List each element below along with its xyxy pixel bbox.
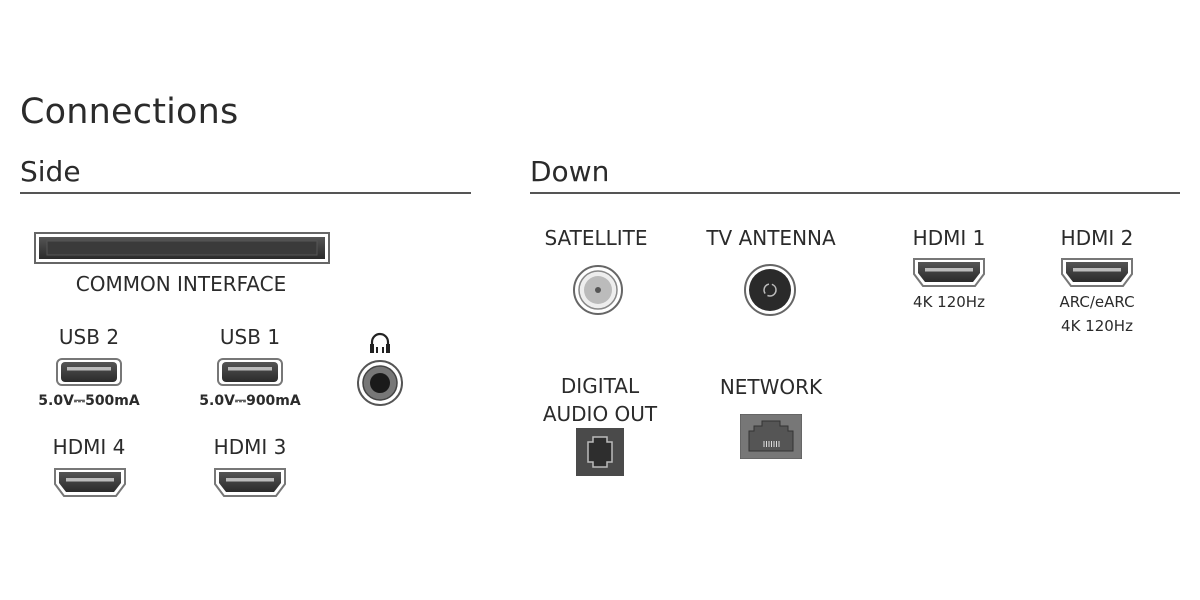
optical-audio-port-icon <box>576 428 624 476</box>
satellite-label: SATELLITE <box>544 226 648 250</box>
digital-audio-label-line1: DIGITAL <box>560 374 640 398</box>
headphone-jack-icon <box>357 360 403 406</box>
network-label: NETWORK <box>719 375 823 399</box>
down-divider <box>530 192 1180 194</box>
hdmi-port-icon <box>1059 256 1135 289</box>
common-interface-label: COMMON INTERFACE <box>75 272 287 296</box>
usb-port-icon <box>217 358 283 386</box>
hdmi2-label: HDMI 2 <box>1060 226 1134 250</box>
page-title: Connections <box>20 92 239 132</box>
usb1-spec: 5.0V⎓900mA <box>199 393 301 409</box>
hdmi1-label: HDMI 1 <box>912 226 986 250</box>
hdmi-port-icon <box>911 256 987 289</box>
hdmi2-resolution-spec: 4K 120Hz <box>1061 317 1133 335</box>
usb1-label: USB 1 <box>219 325 281 349</box>
satellite-connector-icon <box>573 265 623 315</box>
hdmi4-label: HDMI 4 <box>52 435 126 459</box>
side-heading: Side <box>20 155 81 188</box>
hdmi2-arc-spec: ARC/eARC <box>1059 293 1135 311</box>
hdmi-port-icon <box>212 466 288 499</box>
usb2-label: USB 2 <box>58 325 120 349</box>
common-interface-slot-icon <box>34 232 330 264</box>
digital-audio-label-line2: AUDIO OUT <box>542 402 658 426</box>
hdmi-port-icon <box>52 466 128 499</box>
tv-antenna-connector-icon <box>744 264 796 316</box>
down-heading: Down <box>530 155 610 188</box>
side-divider <box>20 192 471 194</box>
tv-antenna-label: TV ANTENNA <box>706 226 836 250</box>
ethernet-port-icon <box>740 414 802 459</box>
hdmi1-spec: 4K 120Hz <box>913 293 985 311</box>
usb2-spec: 5.0V⎓500mA <box>38 393 140 409</box>
usb-port-icon <box>56 358 122 386</box>
headphone-icon <box>370 332 390 353</box>
hdmi3-label: HDMI 3 <box>213 435 287 459</box>
